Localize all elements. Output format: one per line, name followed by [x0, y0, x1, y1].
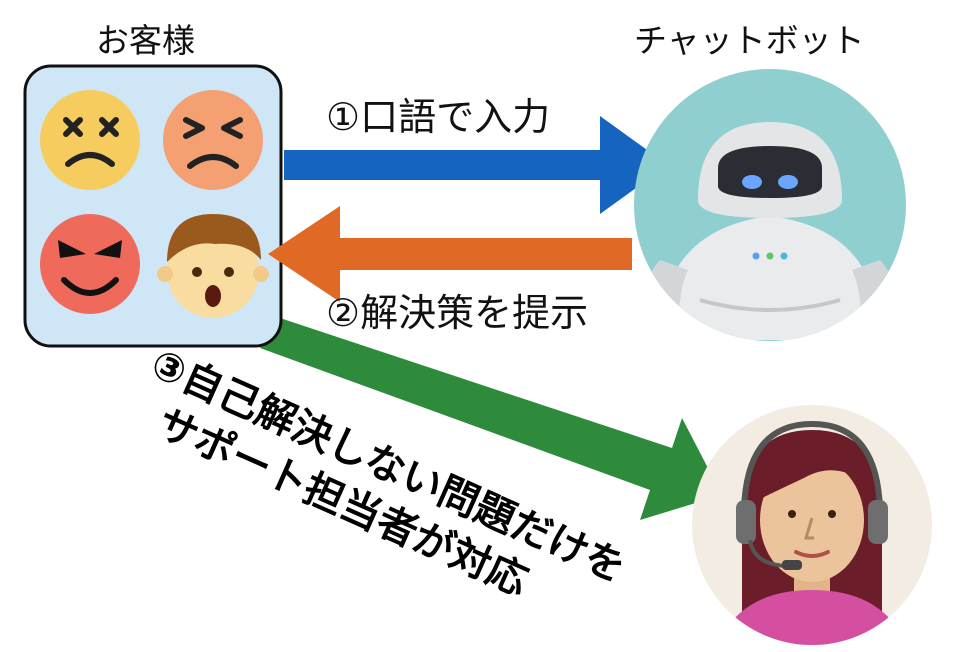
support-agent-headset-icon: [692, 405, 932, 645]
robot-icon: [634, 69, 906, 341]
green-arrow: [260, 318, 722, 520]
surprised-boy-face-icon: [157, 214, 269, 318]
orange-arrow: [268, 206, 632, 302]
customers-label: お客様: [96, 21, 195, 60]
blue-arrow: [284, 116, 668, 214]
annoyed-face-icon: [163, 90, 263, 190]
dizzy-face-icon: [40, 90, 140, 190]
solution-offer-label: ②解決策を提示: [326, 291, 589, 335]
angry-devil-face-icon: [40, 214, 140, 314]
chatbot-label: チャットボット: [634, 21, 865, 60]
spoken-input-label: ①口語で入力: [326, 95, 551, 139]
